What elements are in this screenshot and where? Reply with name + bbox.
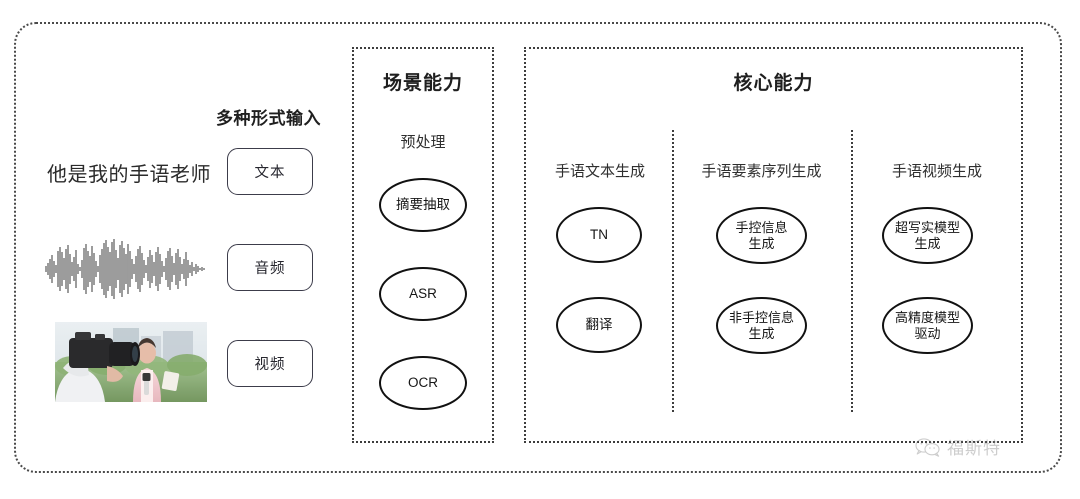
- core-capability-panel: [524, 47, 1023, 443]
- node-non-manual-info-generation[interactable]: 非手控信息 生成: [716, 297, 807, 354]
- watermark: 福斯特: [915, 434, 1001, 459]
- outer-frame: [14, 22, 1062, 473]
- input-chip-text[interactable]: 文本: [227, 148, 313, 195]
- core-column-header-sign-text: 手语文本生成: [554, 163, 645, 180]
- node-high-precision-model-driving[interactable]: 高精度模型 驱动: [882, 297, 973, 354]
- node-asr[interactable]: ASR: [379, 267, 467, 321]
- core-column-divider-2: [851, 130, 853, 412]
- node-translation[interactable]: 翻译: [556, 297, 642, 353]
- node-manual-info-generation[interactable]: 手控信息 生成: [716, 207, 807, 264]
- node-summary-extraction[interactable]: 摘要抽取: [379, 178, 467, 232]
- core-capability-title: 核心能力: [733, 73, 814, 94]
- core-column-divider-1: [672, 130, 674, 412]
- node-ocr[interactable]: OCR: [379, 356, 467, 410]
- audio-waveform-icon: [42, 238, 210, 300]
- node-photorealistic-model-generation[interactable]: 超写实模型 生成: [882, 207, 973, 264]
- wechat-logo-icon: [915, 437, 941, 457]
- scene-capability-panel: [352, 47, 494, 443]
- input-section-heading: 多种形式输入: [216, 109, 321, 128]
- watermark-text: 福斯特: [947, 439, 1001, 458]
- scene-preprocess-header: 预处理: [400, 134, 446, 151]
- core-column-header-sign-element-seq: 手语要素序列生成: [701, 163, 822, 180]
- input-chip-video[interactable]: 视频: [227, 340, 313, 387]
- scene-capability-title: 场景能力: [382, 73, 463, 94]
- core-column-header-sign-video: 手语视频生成: [891, 163, 982, 180]
- node-tn[interactable]: TN: [556, 207, 642, 263]
- video-sample-photo: [55, 322, 207, 402]
- input-chip-audio[interactable]: 音频: [227, 244, 313, 291]
- sample-text-line: 他是我的手语老师: [47, 164, 211, 186]
